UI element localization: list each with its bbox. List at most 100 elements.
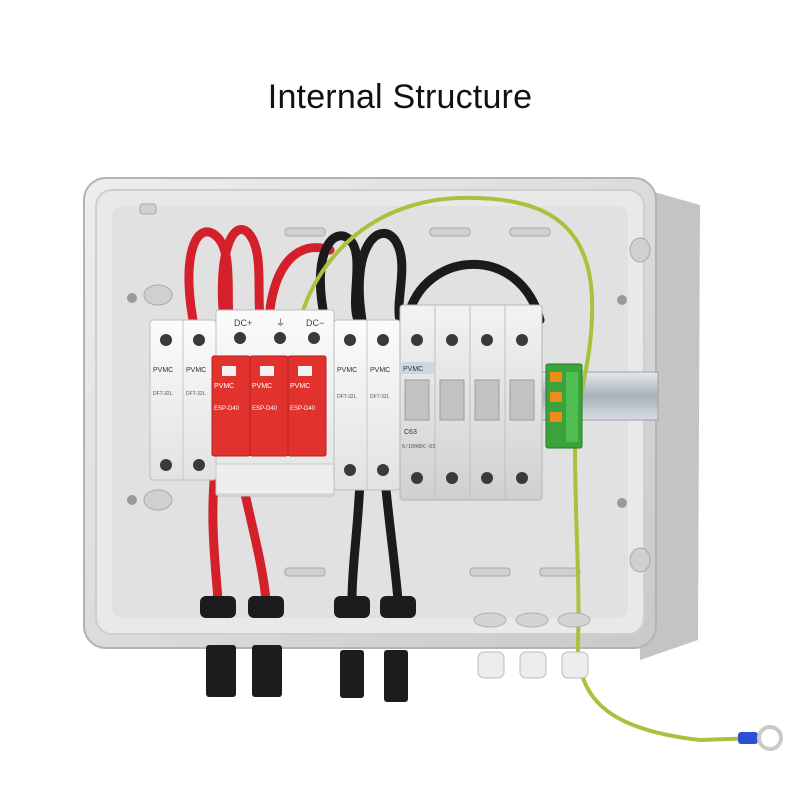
page-title: Internal Structure <box>267 78 533 116</box>
inner-glands <box>200 596 591 628</box>
clip <box>429 227 471 237</box>
clip <box>629 547 651 573</box>
screw-icon <box>411 334 423 346</box>
clip <box>284 567 326 577</box>
clip <box>139 203 157 215</box>
brand-label: PVMC <box>186 367 206 374</box>
mc4-connector-icon <box>206 645 236 697</box>
terminal-lever <box>550 372 562 382</box>
black-cable <box>405 259 545 325</box>
terminal-lever <box>550 392 562 402</box>
cable-gland-icon <box>557 612 591 628</box>
screw-hole <box>127 495 137 505</box>
clip <box>629 237 651 263</box>
fuse-model-label: DFT-32L <box>153 391 173 397</box>
terminal-dc-plus-label: DC+ <box>234 318 252 328</box>
mc4-connector-icon <box>252 645 282 697</box>
screw-icon <box>193 334 205 346</box>
screw-icon <box>446 472 458 484</box>
brand-label: PVMC <box>370 367 390 374</box>
screw-icon <box>344 464 356 476</box>
cable-gland-icon <box>334 596 370 618</box>
terminal-earth-label: ⏚ <box>276 318 285 328</box>
breaker-model-label: C63 <box>404 429 417 436</box>
screw-icon <box>411 472 423 484</box>
screw-hole <box>617 498 627 508</box>
cable-gland-icon <box>519 651 547 679</box>
spd-model-label: ESP-D40 <box>290 406 316 412</box>
spd-model-label: ESP-D40 <box>214 406 240 412</box>
fuse-model-label: DFT-32L <box>186 391 206 397</box>
black-cable-loop <box>354 229 407 325</box>
red-cable-loop <box>217 225 267 335</box>
mc4-connectors <box>206 645 408 702</box>
cable-gland-icon <box>200 596 236 618</box>
screw-icon <box>377 334 389 346</box>
black-cable-down <box>347 475 365 605</box>
red-cable-down <box>208 465 223 605</box>
spd-model-label: ESP-D40 <box>252 406 278 412</box>
bottom-glands <box>477 651 589 679</box>
brand-label: PVMC <box>337 367 357 374</box>
clip <box>539 567 581 577</box>
brand-strip <box>400 362 435 374</box>
surge-protective-device: DC+ ⏚ DC− PVMC PVMC PVMC ESP-D40 ESP-D40… <box>211 309 335 497</box>
fuse-holder-left: PVMC PVMC DFT-32L DFT-32L <box>149 319 217 481</box>
breaker-toggle <box>439 379 465 421</box>
fuse-model-label: DFT-32L <box>337 394 357 400</box>
fuse-model-label: DFT-32L <box>370 394 390 400</box>
terminal-lever <box>550 412 562 422</box>
screw-icon <box>481 334 493 346</box>
dc-circuit-breaker: PVMC C63 6/1000DC-63 <box>399 304 543 501</box>
screw-icon <box>160 459 172 471</box>
ring-terminal-ring <box>757 725 783 751</box>
mounting-clips <box>139 203 651 577</box>
mc4-connector-icon <box>340 650 364 698</box>
cable-gland-icon <box>561 651 589 679</box>
screw-icon <box>516 334 528 346</box>
ring-terminal-sleeve <box>738 732 758 744</box>
spd-indicator <box>298 366 312 376</box>
brand-label: PVMC <box>403 366 423 373</box>
clip <box>143 284 173 306</box>
breaker-rating-label: 6/1000DC-63 <box>402 444 435 450</box>
cable-gland-icon <box>515 612 549 628</box>
screw-icon <box>516 472 528 484</box>
brand-label: PVMC <box>252 383 272 390</box>
terminal-face <box>566 372 578 442</box>
fuse-holder-right: PVMC PVMC DFT-32L DFT-32L <box>333 319 401 491</box>
cable-gland-icon <box>380 596 416 618</box>
ring-terminal-icon <box>738 725 783 751</box>
brand-label: PVMC <box>290 383 310 390</box>
black-cable-down <box>380 475 403 605</box>
clip <box>143 489 173 511</box>
screw-icon <box>308 332 320 344</box>
spd-indicator <box>260 366 274 376</box>
breaker-toggle <box>509 379 535 421</box>
screw-hole <box>127 293 137 303</box>
red-cable-loop <box>184 227 235 335</box>
screw-icon <box>377 464 389 476</box>
cable-gland-icon <box>477 651 505 679</box>
breaker-toggle <box>474 379 500 421</box>
spd-module <box>287 355 327 457</box>
clip <box>469 567 511 577</box>
earth-terminal-block <box>545 363 583 449</box>
brand-label: PVMC <box>153 367 173 374</box>
breaker-toggle <box>404 379 430 421</box>
clip <box>284 227 326 237</box>
screw-icon <box>481 472 493 484</box>
cable-gland-icon <box>248 596 284 618</box>
mc4-connector-icon <box>384 650 408 702</box>
screw-icon <box>446 334 458 346</box>
screw-icon <box>274 332 286 344</box>
cable-gland-icon <box>473 612 507 628</box>
screw-hole <box>617 295 627 305</box>
spd-indicator <box>222 366 236 376</box>
screw-icon <box>344 334 356 346</box>
clip <box>509 227 551 237</box>
screw-holes <box>127 293 627 508</box>
brand-label: PVMC <box>214 383 234 390</box>
spd-terminal-block <box>215 463 335 495</box>
